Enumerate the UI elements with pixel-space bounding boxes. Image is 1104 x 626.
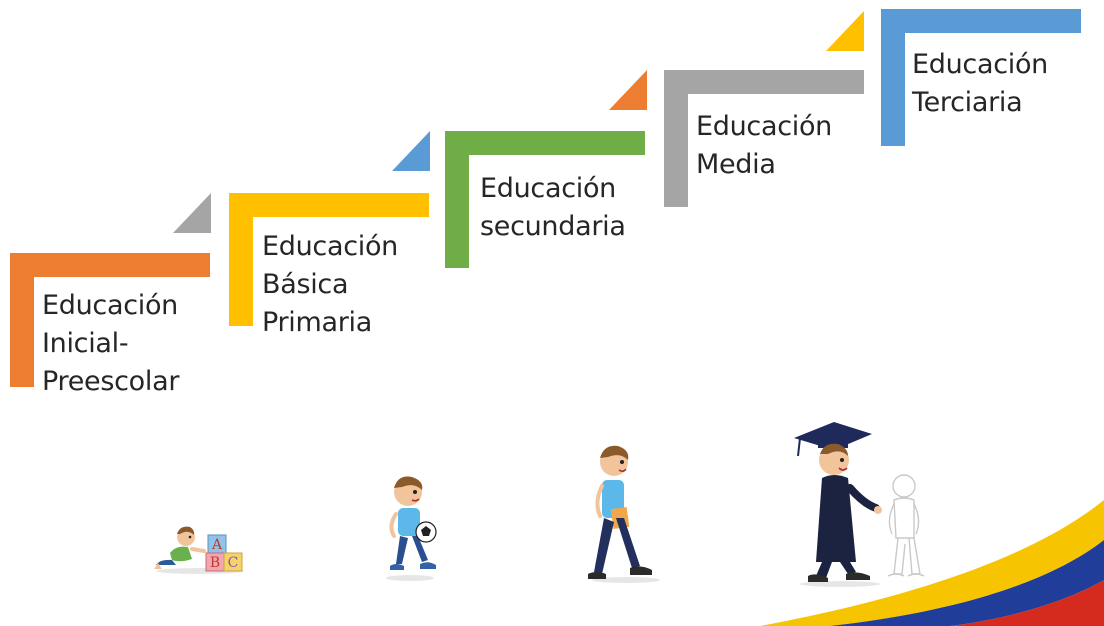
step-label-line: Inicial- — [42, 328, 129, 359]
flag-swoosh-blue — [830, 540, 1104, 626]
step-basica-label: Educación Básica Primaria — [262, 228, 398, 342]
teen-with-book-figure — [588, 445, 660, 583]
flag-swoosh-yellow — [760, 500, 1104, 626]
step-basica-corner-triangle — [392, 131, 430, 171]
step-label-line: Básica — [262, 269, 349, 300]
step-media-top-bar — [664, 70, 864, 94]
step-label-line: Educación — [42, 290, 178, 321]
step-terciaria-label: Educación Terciaria — [912, 46, 1048, 122]
svg-text:B: B — [210, 555, 220, 571]
svg-text:C: C — [228, 555, 239, 571]
step-terciaria-top-bar — [881, 9, 1081, 33]
step-label-line: Primaria — [262, 307, 373, 338]
step-label-line: Terciaria — [912, 87, 1023, 118]
baby-with-blocks-figure: A B C — [154, 526, 244, 574]
step-label-line: Preescolar — [42, 366, 180, 397]
step-secundaria-corner-triangle — [609, 70, 647, 110]
step-secundaria-top-bar — [445, 131, 645, 155]
step-inicial-top-bar — [10, 253, 210, 277]
step-inicial-corner-triangle — [173, 193, 211, 233]
step-label-line: Media — [696, 149, 776, 180]
step-secundaria-side-bar — [445, 131, 469, 268]
step-inicial-side-bar — [10, 253, 34, 387]
step-terciaria-side-bar — [881, 9, 905, 146]
step-basica-top-bar — [229, 193, 429, 217]
step-inicial-label: Educación Inicial- Preescolar — [42, 287, 179, 401]
toy-block-a: A — [207, 534, 227, 554]
child-with-ball-figure — [386, 476, 437, 581]
step-basica-side-bar — [229, 193, 253, 326]
step-label-line: Educación — [480, 173, 616, 204]
ghost-adult-figure — [887, 474, 925, 577]
graduate-figure — [794, 422, 882, 587]
flag-swoosh-red — [950, 580, 1104, 626]
step-label-line: Educación — [912, 49, 1048, 80]
toy-block-b: B — [205, 552, 225, 572]
step-label-line: secundaria — [480, 211, 626, 242]
step-media-side-bar — [664, 70, 688, 207]
step-media-label: Educación Media — [696, 108, 832, 184]
step-label-line: Educación — [262, 231, 398, 262]
step-secundaria-label: Educación secundaria — [480, 170, 626, 246]
step-label-line: Educación — [696, 111, 832, 142]
step-media-corner-triangle — [826, 11, 864, 51]
svg-text:A: A — [211, 537, 223, 553]
toy-block-c: C — [223, 552, 243, 572]
